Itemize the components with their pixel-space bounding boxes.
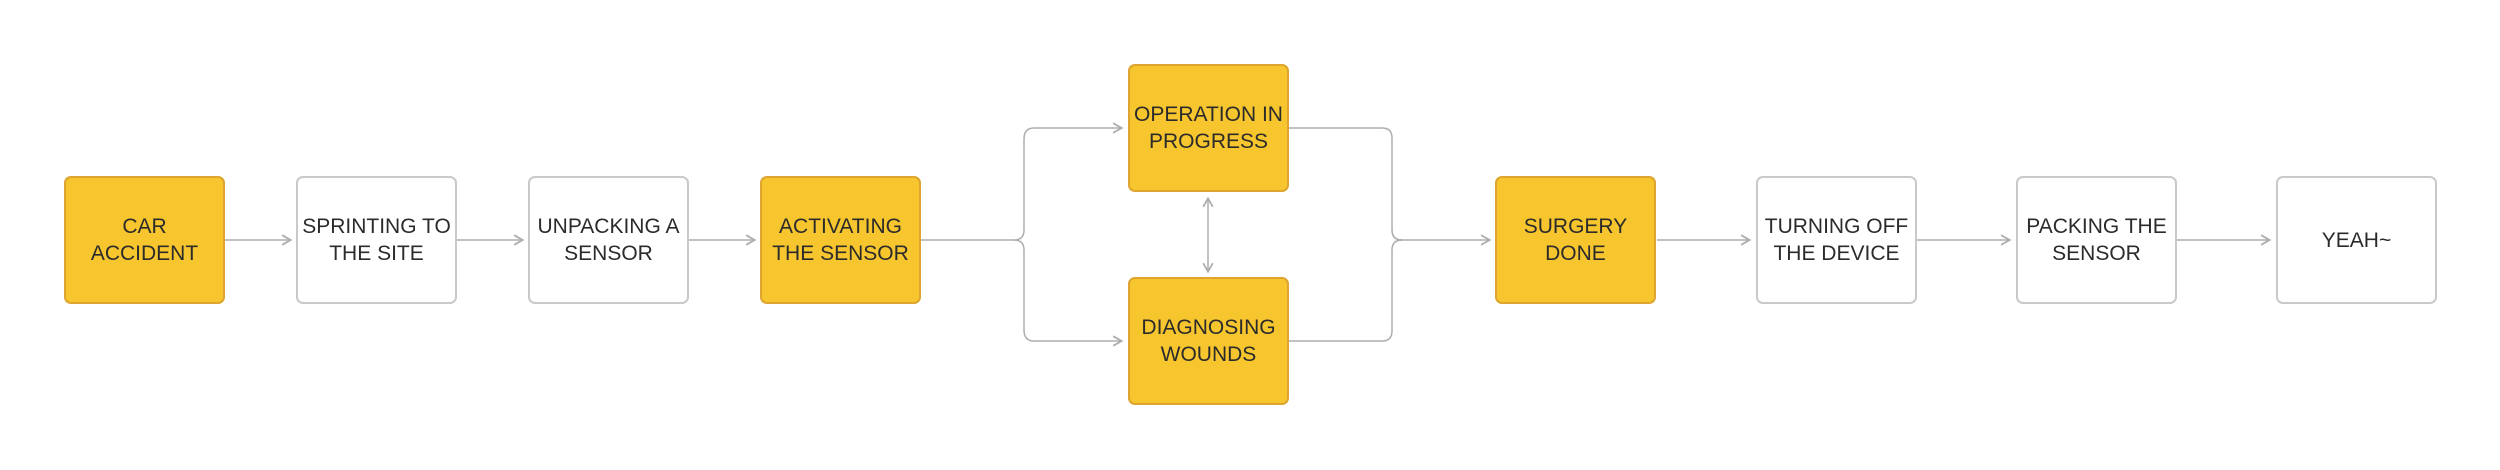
node-label: SPRINTING TO THE SITE [302, 215, 451, 265]
flow-node-operation-in-progress[interactable]: OPERATION IN PROGRESS [1128, 64, 1289, 192]
edge-activating-diagnosing [1013, 239, 1124, 347]
node-label: PACKING THE SENSOR [2026, 215, 2167, 265]
flow-node-activating-the-sensor[interactable]: ACTIVATING THE SENSOR [760, 176, 921, 304]
edge-diagnosing-merge [1289, 239, 1403, 342]
flow-node-surgery-done[interactable]: SURGERY DONE [1495, 176, 1656, 304]
flow-node-sprinting-to-the-site[interactable]: SPRINTING TO THE SITE [296, 176, 457, 304]
node-label: DIAGNOSING WOUNDS [1141, 316, 1276, 366]
flow-node-turning-off-the-device[interactable]: TURNING OFF THE DEVICE [1756, 176, 1917, 304]
flow-node-diagnosing-wounds[interactable]: DIAGNOSING WOUNDS [1128, 277, 1289, 405]
node-label: UNPACKING A SENSOR [537, 215, 680, 265]
node-label: SURGERY DONE [1523, 215, 1628, 265]
node-label: ACTIVATING THE SENSOR [772, 215, 909, 265]
edge-operation-merge [1289, 127, 1403, 241]
flow-node-yeah[interactable]: YEAH~ [2276, 176, 2437, 304]
node-label: TURNING OFF THE DEVICE [1764, 215, 1909, 265]
node-label: OPERATION IN PROGRESS [1134, 103, 1283, 153]
flow-node-car-accident[interactable]: CAR ACCIDENT [64, 176, 225, 304]
node-label: CAR ACCIDENT [90, 215, 199, 265]
flow-node-unpacking-a-sensor[interactable]: UNPACKING A SENSOR [528, 176, 689, 304]
flow-node-packing-the-sensor[interactable]: PACKING THE SENSOR [2016, 176, 2177, 304]
edge-activating-operation [1013, 122, 1124, 241]
node-label: YEAH~ [2321, 228, 2392, 252]
